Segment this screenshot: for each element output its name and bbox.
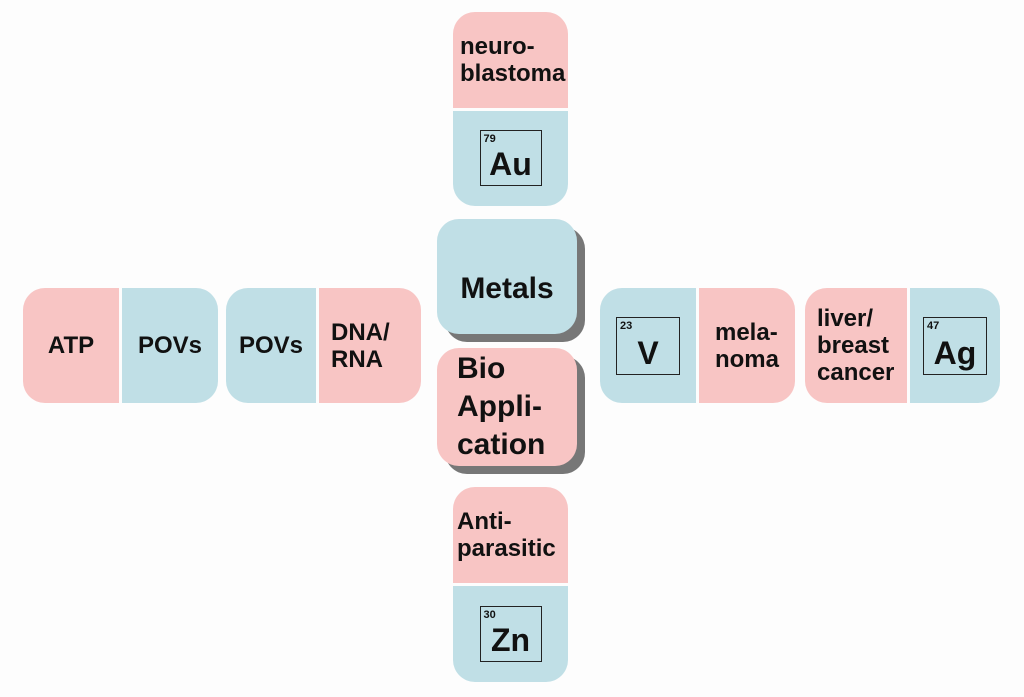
condition-tile-melanoma: mela- noma: [696, 288, 795, 403]
atomic-number: 47: [927, 319, 940, 332]
condition-tile-neuroblastoma: neuro- blastoma: [453, 12, 568, 108]
domino-atp-povs: ATP POVs: [23, 288, 218, 403]
element-symbol: Ag: [933, 334, 977, 371]
element-tile-zinc: 30 Zn: [453, 583, 568, 682]
condition-label: mela- noma: [714, 318, 779, 373]
element-symbol: V: [637, 334, 659, 371]
condition-tile-liver-breast-cancer: liver/ breast cancer: [805, 288, 907, 403]
condition-label: neuro- blastoma: [460, 32, 566, 87]
domino-povs-dna: POVs DNA/ RNA: [226, 288, 421, 403]
condition-label: liver/ breast cancer: [817, 305, 895, 386]
atomic-number: 30: [483, 609, 496, 621]
dna-rna-label: DNA/ RNA: [331, 318, 390, 373]
tile-dna-rna: DNA/ RNA: [316, 288, 421, 403]
domino-vanadium: 23 V mela- noma: [600, 288, 795, 403]
tile-povs-outer: POVs: [119, 288, 218, 403]
element-symbol: Au: [489, 146, 532, 183]
element-box: 30 Zn: [479, 606, 542, 662]
center-tile-metals: Metals: [437, 219, 577, 334]
condition-label: Anti- parasitic: [457, 508, 556, 562]
condition-tile-antiparasitic: Anti- parasitic: [453, 487, 568, 583]
atomic-number: 23: [620, 319, 633, 332]
povs-label: POVs: [238, 332, 304, 359]
center-tile-bio-application: Bio Appli- cation: [437, 348, 577, 466]
tile-povs-inner: POVs: [226, 288, 316, 403]
element-tile-gold: 79 Au: [453, 107, 568, 206]
element-box: 79 Au: [479, 130, 542, 187]
tile-atp: ATP: [23, 288, 119, 403]
povs-label: POVs: [137, 332, 203, 359]
element-tile-silver: 47 Ag: [907, 288, 1000, 403]
domino-zinc: Anti- parasitic 30 Zn: [453, 487, 568, 682]
element-box: 47 Ag: [923, 316, 987, 375]
domino-silver: liver/ breast cancer 47 Ag: [805, 288, 1000, 403]
center-bottom-label: Bio Appli- cation: [457, 352, 546, 461]
center-top-label: Metals: [460, 271, 554, 305]
domino-gold: neuro- blastoma 79 Au: [453, 12, 568, 206]
element-tile-vanadium: 23 V: [600, 288, 696, 403]
element-box: 23 V: [616, 316, 680, 375]
atp-label: ATP: [47, 332, 95, 359]
atomic-number: 79: [483, 133, 496, 146]
element-symbol: Zn: [490, 622, 531, 658]
